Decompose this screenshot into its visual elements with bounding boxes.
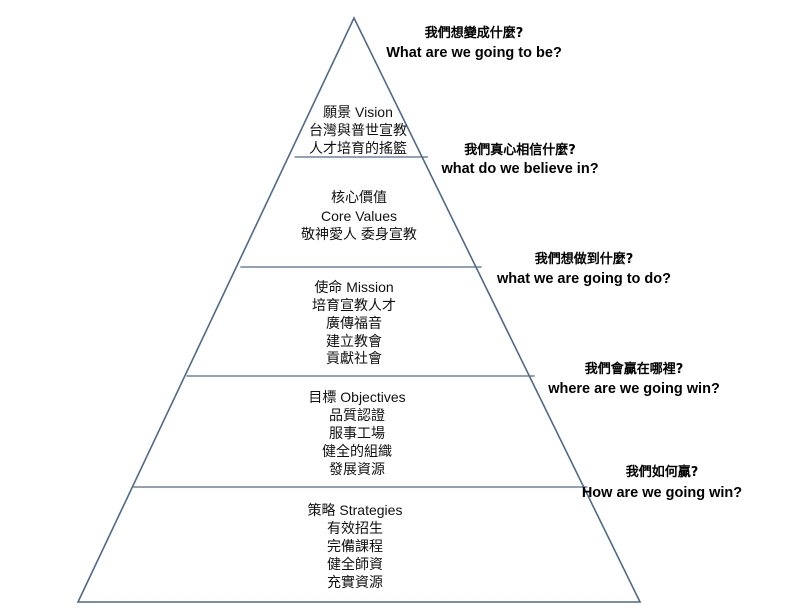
- question-objectives-cn: 我們會贏在哪裡?: [585, 361, 684, 377]
- question-core-values-cn: 我們真心相信什麼?: [464, 142, 576, 158]
- question-strategies: 我們如何贏? How are we going win?: [582, 464, 742, 501]
- vision-line-1: 台灣與普世宣教: [309, 122, 407, 138]
- tier-vision: 願景 Vision 台灣與普世宣教 人才培育的搖籃: [309, 104, 407, 156]
- question-objectives-en: where are we going win?: [547, 381, 720, 397]
- question-core-values-en: what do we believe in?: [440, 161, 598, 177]
- mission-title: 使命 Mission: [314, 279, 393, 295]
- objectives-line-1: 品質認證: [329, 407, 385, 423]
- mission-line-3: 建立教會: [326, 333, 382, 349]
- strategies-line-3: 健全師資: [327, 556, 383, 572]
- question-mission-en: what we are going to do?: [496, 271, 671, 287]
- mission-line-1: 培育宣教人才: [312, 297, 396, 313]
- question-objectives: 我們會贏在哪裡? where are we going win?: [547, 361, 720, 397]
- core-values-title-en: Core Values: [321, 208, 397, 224]
- tier-strategies: 策略 Strategies 有效招生 完備課程 健全師資 充實資源: [308, 502, 403, 590]
- objectives-line-2: 服事工場: [329, 425, 385, 441]
- question-mission: 我們想做到什麼? what we are going to do?: [496, 251, 671, 287]
- mission-line-4: 貢獻社會: [326, 350, 382, 366]
- question-strategies-cn: 我們如何贏?: [626, 464, 699, 480]
- strategies-line-4: 充實資源: [327, 574, 383, 590]
- objectives-line-3: 健全的組織: [322, 443, 392, 459]
- question-vision: 我們想變成什麼? What are we going to be?: [386, 25, 562, 61]
- mission-line-2: 廣傳福音: [326, 315, 382, 331]
- objectives-line-4: 發展資源: [329, 461, 385, 477]
- question-vision-cn: 我們想變成什麼?: [425, 25, 524, 41]
- vision-line-2: 人才培育的搖籃: [309, 140, 407, 156]
- vision-title: 願景 Vision: [323, 104, 393, 120]
- objectives-title: 目標 Objectives: [308, 389, 405, 405]
- core-values-line: 敬神愛人 委身宣教: [301, 226, 417, 242]
- pyramid-outline: [76, 16, 642, 603]
- question-mission-cn: 我們想做到什麼?: [535, 251, 634, 267]
- strategies-line-2: 完備課程: [327, 538, 383, 554]
- strategies-title: 策略 Strategies: [308, 502, 403, 518]
- tier-core-values: 核心價值 Core Values 敬神愛人 委身宣教: [301, 189, 417, 242]
- core-values-title-cn: 核心價值: [331, 189, 387, 205]
- tier-objectives: 目標 Objectives 品質認證 服事工場 健全的組織 發展資源: [308, 389, 405, 477]
- tier-mission: 使命 Mission 培育宣教人才 廣傳福音 建立教會 貢獻社會: [312, 279, 396, 366]
- question-core-values: 我們真心相信什麼? what do we believe in?: [440, 142, 598, 177]
- question-strategies-en: How are we going win?: [582, 485, 742, 501]
- question-vision-en: What are we going to be?: [386, 45, 562, 61]
- strategies-line-1: 有效招生: [327, 520, 383, 536]
